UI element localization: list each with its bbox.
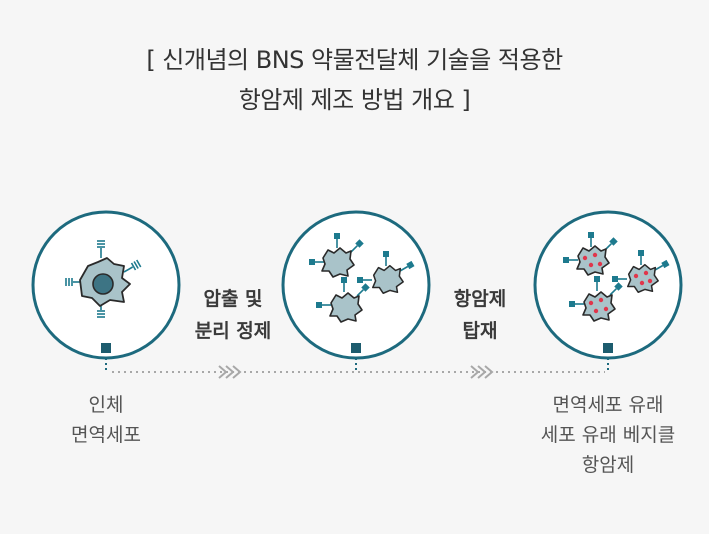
arrow-chevron-icon xyxy=(218,365,242,379)
stage-circle-drug-loaded xyxy=(533,210,683,360)
step-label-line: 분리 정제 xyxy=(194,320,272,342)
drug-loaded-vesicle-icon xyxy=(611,249,671,294)
step-label-line: 탑재 xyxy=(462,320,498,342)
step-label-line: 항암제 xyxy=(453,288,507,310)
title-line-2: 항암제 제조 방법 개요 ] xyxy=(238,86,471,114)
drug-loaded-vesicle-icon xyxy=(568,275,624,322)
caption-line: 면역세포 유래 xyxy=(552,394,664,416)
drug-loaded-vesicle-icon xyxy=(562,231,619,276)
caption-anticancer-drug: 면역세포 유래 세포 유래 베지클 항암제 xyxy=(513,390,703,480)
step-label-loading: 항암제 탑재 xyxy=(424,283,536,347)
step-label-extrusion: 압출 및 분리 정제 xyxy=(172,283,294,347)
diagram-title: [ 신개념의 BNS 약물전달체 기술을 적용한 항암제 제조 방법 개요 ] xyxy=(0,40,709,120)
caption-immune-cell: 인체 면역세포 xyxy=(36,390,176,450)
caption-line: 인체 xyxy=(88,394,124,416)
step-label-line: 압출 및 xyxy=(203,288,263,310)
caption-line: 항암제 xyxy=(581,454,635,476)
stage-circle-vesicles xyxy=(281,210,431,360)
caption-line: 세포 유래 베지클 xyxy=(540,424,676,446)
title-line-1: [ 신개념의 BNS 약물전달체 기술을 적용한 xyxy=(146,46,563,74)
caption-line: 면역세포 xyxy=(71,424,141,446)
immune-cell-icon xyxy=(65,240,142,318)
arrow-chevron-icon xyxy=(470,365,494,379)
stage-circle-immune-cell xyxy=(31,210,181,360)
